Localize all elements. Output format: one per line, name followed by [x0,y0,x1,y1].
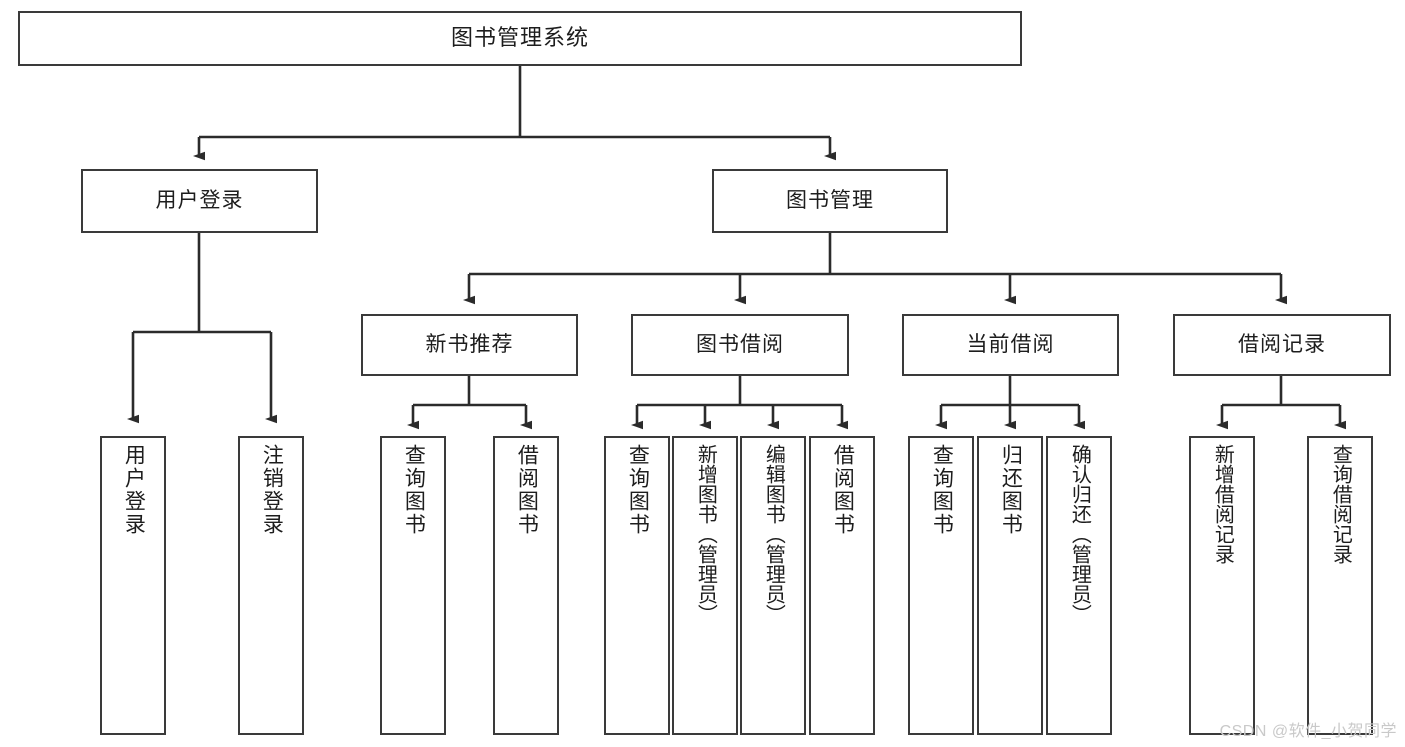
node-leaf-edit-book[interactable]: 编辑图书（管理员） [740,436,806,735]
node-leaf-query-book-borrow[interactable]: 查询图书 [604,436,670,735]
node-borrow-record[interactable]: 借阅记录 [1173,314,1391,376]
node-current-borrow[interactable]: 当前借阅 [902,314,1119,376]
node-book-borrow[interactable]: 图书借阅 [631,314,849,376]
node-label: 当前借阅 [966,333,1055,357]
node-leaf-query-borrow-record[interactable]: 查询借阅记录 [1307,436,1373,735]
node-label: 新增图书（管理员） [694,444,717,624]
node-label: 用户登录 [122,444,146,536]
node-label: 借阅图书 [831,444,855,536]
node-leaf-borrow-book-recommend[interactable]: 借阅图书 [493,436,559,735]
node-label: 借阅图书 [515,444,539,536]
node-label: 图书管理系统 [450,25,589,51]
node-leaf-confirm-return[interactable]: 确认归还（管理员） [1046,436,1112,735]
node-label: 归还图书 [999,444,1023,536]
node-label: 编辑图书（管理员） [762,444,785,624]
node-leaf-return-book[interactable]: 归还图书 [977,436,1043,735]
node-label: 图书借阅 [696,333,784,357]
node-leaf-query-book-current[interactable]: 查询图书 [908,436,974,735]
node-label: 确认归还（管理员） [1068,444,1091,624]
node-label: 图书管理 [786,189,874,213]
node-label: 借阅记录 [1238,333,1326,357]
node-label: 注销登录 [260,444,284,536]
node-label: 查询借阅记录 [1329,444,1352,564]
node-label: 查询图书 [626,444,650,536]
node-user-login[interactable]: 用户登录 [81,169,318,233]
node-label: 用户登录 [155,189,244,213]
node-root-book-management-system[interactable]: 图书管理系统 [18,11,1022,66]
node-leaf-add-borrow-record[interactable]: 新增借阅记录 [1189,436,1255,735]
node-new-book-recommend[interactable]: 新书推荐 [361,314,578,376]
watermark-text: CSDN @软件_小贺同学 [1219,723,1397,740]
node-leaf-query-book-recommend[interactable]: 查询图书 [380,436,446,735]
node-label: 查询图书 [930,444,954,536]
node-label: 查询图书 [402,444,426,536]
node-leaf-add-book[interactable]: 新增图书（管理员） [672,436,738,735]
node-leaf-borrow-book[interactable]: 借阅图书 [809,436,875,735]
node-label: 新增借阅记录 [1211,444,1234,564]
node-leaf-logout-login[interactable]: 注销登录 [238,436,304,735]
node-label: 新书推荐 [425,333,514,357]
node-book-management[interactable]: 图书管理 [712,169,948,233]
node-leaf-user-login[interactable]: 用户登录 [100,436,166,735]
